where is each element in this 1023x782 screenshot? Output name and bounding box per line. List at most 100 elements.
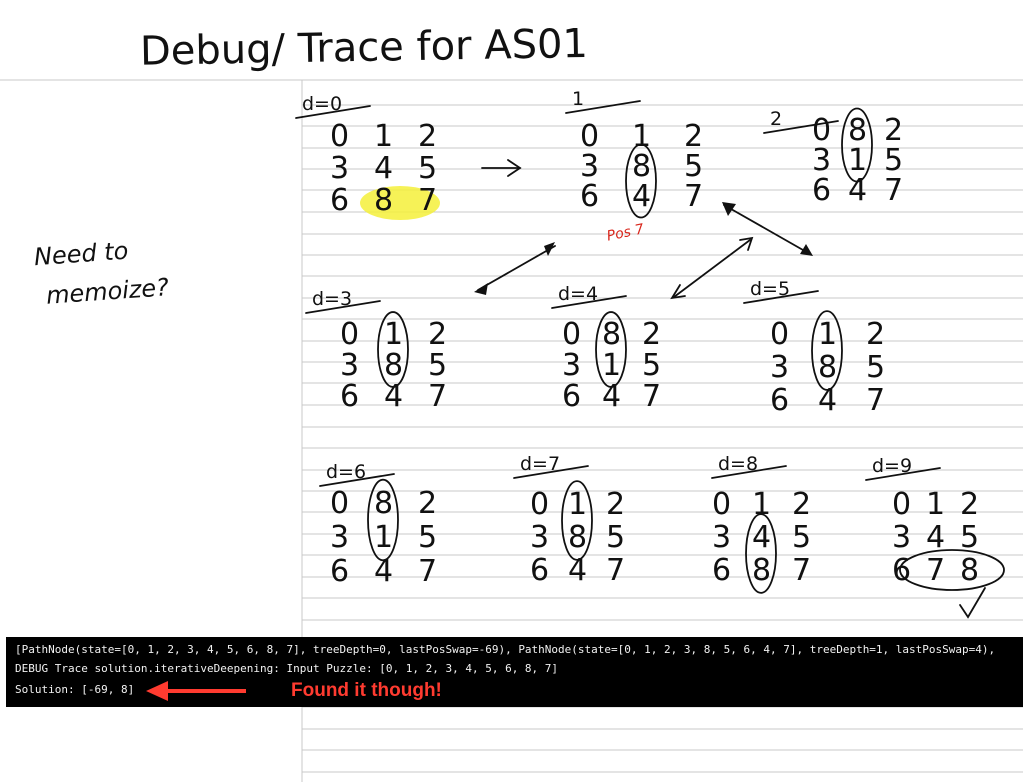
swap-loop [367, 478, 399, 562]
puzzle-tile: 6 [340, 379, 359, 414]
puzzle-tile: 2 [884, 113, 903, 148]
puzzle-tile: 1 [926, 487, 945, 522]
arrow-d1-d3-head-b [474, 283, 488, 295]
puzzle-tile: 5 [960, 520, 979, 555]
arrow-d2-d5 [723, 204, 811, 255]
console-line-3: Solution: [-69, 8] [15, 683, 135, 696]
puzzle-tile: 8 [960, 553, 979, 588]
puzzle-tile: 7 [606, 553, 625, 588]
puzzle-tile: 5 [684, 149, 703, 184]
puzzle-tile: 3 [530, 520, 549, 555]
side-note-line-2: memoize? [45, 273, 170, 310]
arrow-d4-tail [670, 284, 686, 300]
puzzle-tile: 2 [428, 317, 447, 352]
swap-loop [811, 310, 843, 391]
puzzle-tile: 8 [818, 350, 837, 385]
depth-label: d=3 [312, 288, 352, 310]
puzzle-tile: 3 [580, 149, 599, 184]
puzzle-tile: 8 [752, 553, 771, 588]
puzzle-tile: 7 [642, 379, 661, 414]
puzzle-tile: 7 [684, 179, 703, 214]
puzzle-tile: 7 [884, 173, 903, 208]
depth-underline [513, 465, 589, 479]
puzzle-tile: 7 [418, 183, 437, 218]
puzzle-tile: 2 [960, 487, 979, 522]
depth-label: d=6 [326, 461, 366, 483]
depth-label: d=9 [872, 455, 912, 477]
arrow-d1-d3 [477, 245, 556, 291]
puzzle-tile: 8 [568, 520, 587, 555]
side-note-line-1: Need to [33, 237, 129, 272]
puzzle-tile: 0 [340, 317, 359, 352]
puzzle-tile: 8 [848, 113, 867, 148]
puzzle-tile: 6 [530, 553, 549, 588]
puzzle-tile: 6 [712, 553, 731, 588]
depth-underline [865, 467, 941, 481]
found-annotation: Found it though! [291, 680, 442, 701]
puzzle-tile: 4 [602, 379, 621, 414]
swap-loop [595, 311, 627, 388]
puzzle-tile: 1 [374, 119, 393, 154]
puzzle-tile: 7 [428, 379, 447, 414]
puzzle-tile: 2 [418, 486, 437, 521]
puzzle-tile: 3 [330, 151, 349, 186]
depth-label: d=8 [718, 453, 758, 475]
puzzle-tile: 8 [602, 317, 621, 352]
console-line-1: [PathNode(state=[0, 1, 2, 3, 4, 5, 6, 8,… [15, 643, 996, 656]
puzzle-tile: 4 [374, 554, 393, 589]
puzzle-tile: 4 [374, 151, 393, 186]
puzzle-tile: 2 [642, 317, 661, 352]
arrow-d0-to-d1-head [507, 159, 522, 177]
puzzle-tile: 0 [712, 487, 731, 522]
puzzle-tile: 3 [892, 520, 911, 555]
puzzle-tile: 5 [884, 143, 903, 178]
arrow-d2-d5-head-a [722, 202, 736, 216]
depth-label: d=4 [558, 283, 598, 305]
puzzle-tile: 6 [580, 179, 599, 214]
depth-underline [763, 120, 839, 134]
puzzle-tile: 1 [602, 348, 621, 383]
console-line-2: DEBUG Trace solution.iterativeDeepening:… [15, 662, 559, 675]
page-title: Debug/ Trace for AS01 [140, 21, 589, 75]
puzzle-tile: 1 [848, 143, 867, 178]
swap-loop [377, 311, 409, 388]
puzzle-tile: 1 [384, 317, 403, 352]
puzzle-tile: 5 [606, 520, 625, 555]
puzzle-tile: 7 [926, 553, 945, 588]
arrow-d2-d5-head-b [800, 244, 813, 256]
puzzle-tile: 2 [684, 119, 703, 154]
depth-underline [565, 100, 641, 114]
puzzle-tile: 0 [812, 113, 831, 148]
puzzle-tile: 7 [792, 553, 811, 588]
swap-loop [625, 143, 657, 219]
puzzle-tile: 0 [562, 317, 581, 352]
puzzle-tile: 4 [752, 520, 771, 555]
depth-underline [305, 300, 381, 314]
trace-arrows [474, 159, 813, 300]
puzzle-tile: 3 [712, 520, 731, 555]
puzzle-tile: 4 [632, 179, 651, 214]
check-mark [959, 587, 986, 619]
puzzle-tile: 8 [384, 348, 403, 383]
swap-loop [745, 513, 777, 594]
puzzle-tile: 5 [642, 348, 661, 383]
puzzle-tile: 5 [418, 520, 437, 555]
puzzle-tile: 1 [752, 487, 771, 522]
puzzle-tile: 8 [374, 183, 393, 218]
puzzle-tile: 7 [418, 554, 437, 589]
puzzle-tile: 3 [562, 348, 581, 383]
puzzle-tile: 6 [812, 173, 831, 208]
puzzle-tile: 1 [374, 520, 393, 555]
puzzle-tile: 8 [374, 486, 393, 521]
depth-label: d=5 [750, 278, 790, 300]
